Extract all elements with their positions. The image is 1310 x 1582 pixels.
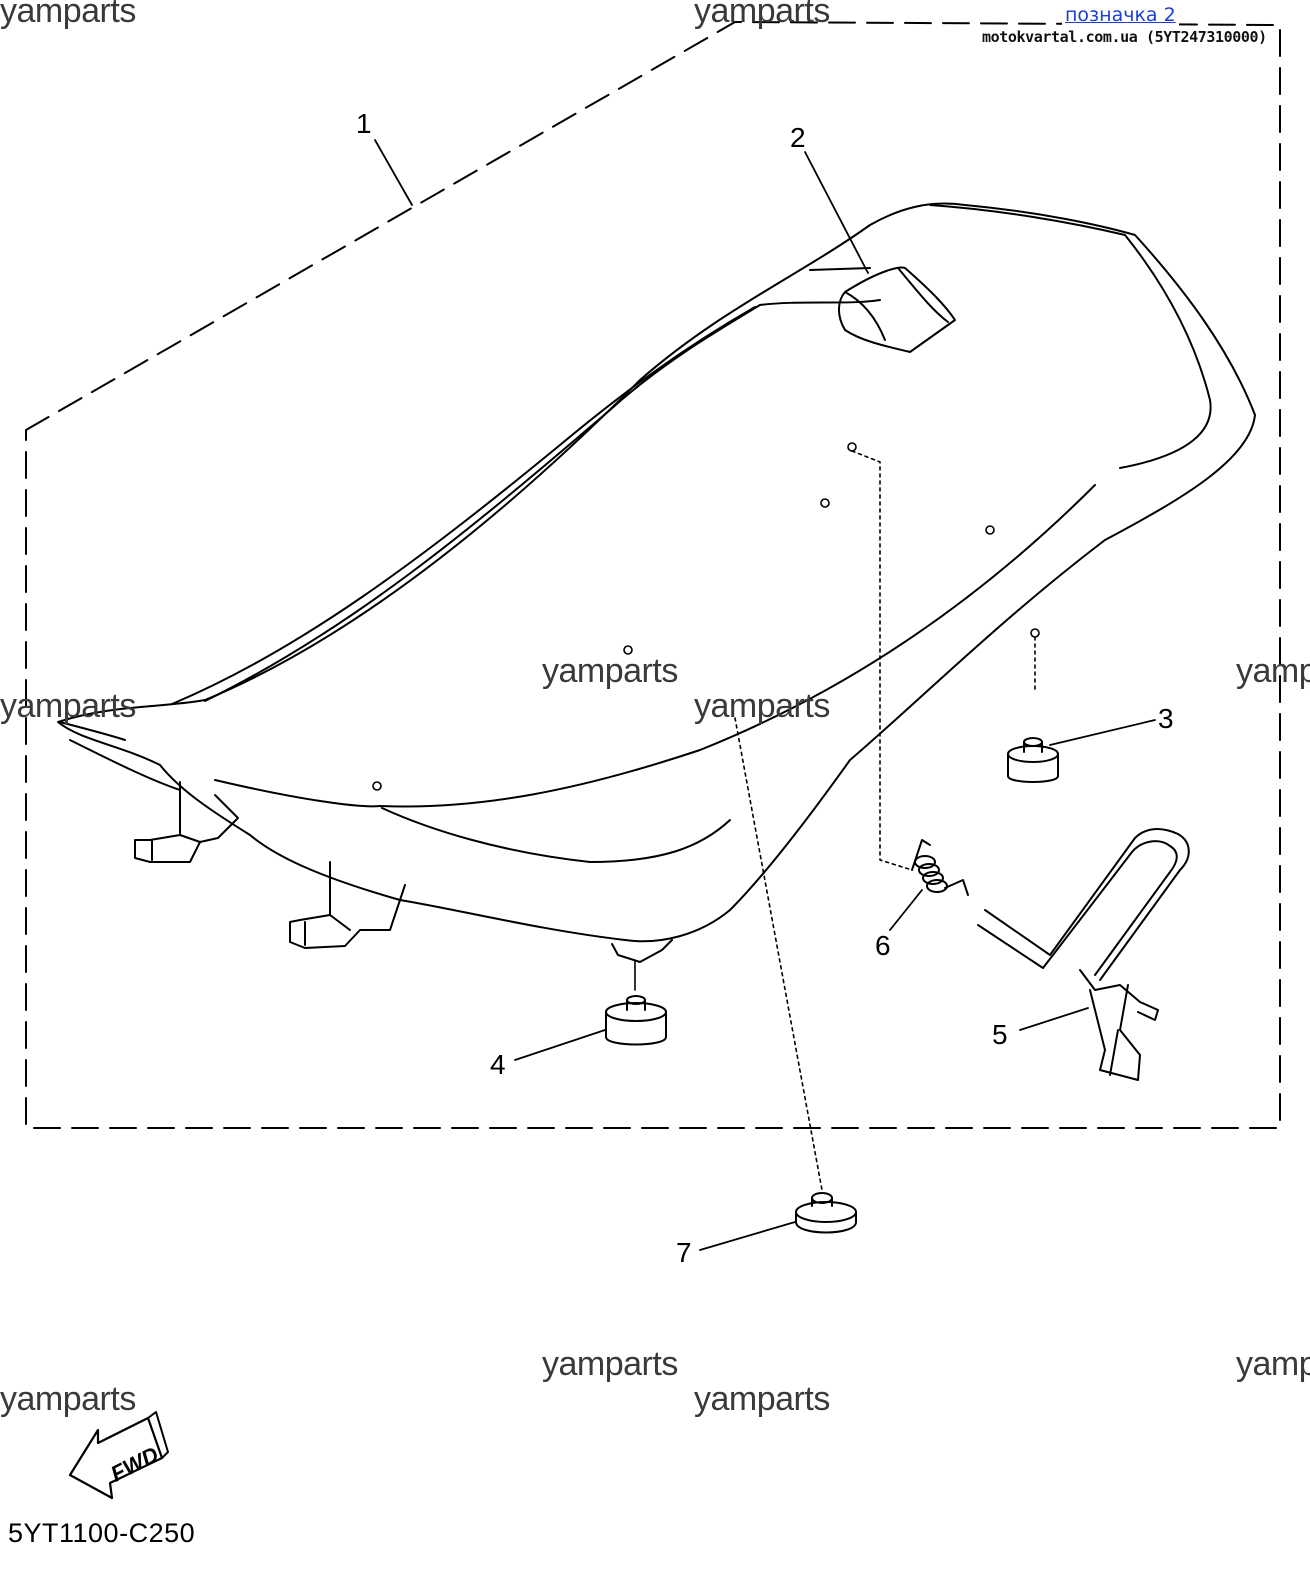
source-label: motokvartal.com.ua (5YT247310000) [982, 28, 1267, 46]
callout-6: 6 [875, 930, 891, 961]
callout-4: 4 [490, 1049, 506, 1080]
watermark: yamparts [542, 1345, 678, 1383]
fwd-label: FWD [107, 1442, 163, 1487]
watermark: yamparts [694, 687, 830, 725]
callout-7: 7 [676, 1237, 692, 1268]
spring-part-6 [911, 839, 969, 896]
assembly-dashed-boundary [25, 21, 1281, 1129]
damper-part-4 [605, 995, 667, 1046]
damper-part-3 [1007, 737, 1059, 783]
callout-2: 2 [790, 122, 806, 153]
callout-3: 3 [1158, 703, 1174, 734]
rear-hook [611, 939, 673, 963]
watermark: yamparts [1236, 652, 1310, 690]
front-bracket-center [289, 861, 406, 949]
watermark: yamparts [1236, 1345, 1310, 1383]
leader-3 [1049, 719, 1156, 746]
leader-4 [514, 1029, 606, 1061]
watermark: yamparts [0, 0, 136, 30]
seat-outline [57, 202, 1256, 943]
watermark: yamparts [542, 652, 678, 690]
leader-5 [1019, 1007, 1089, 1031]
watermark: yamparts [694, 1380, 830, 1418]
front-bracket-left [134, 781, 239, 863]
watermark: yamparts [0, 1380, 136, 1418]
callout-5: 5 [992, 1019, 1008, 1050]
watermark: yamparts [0, 687, 136, 725]
leader-2 [804, 151, 869, 274]
seat-strap [838, 266, 956, 353]
diagram-code: 5YT1100-C250 [8, 1518, 196, 1548]
seat-lock-hook-part-5 [977, 828, 1190, 1081]
bookmark-link[interactable]: позначка 2 [1062, 4, 1179, 26]
leader-1 [374, 139, 413, 206]
callout-1: 1 [356, 108, 372, 139]
leader-7 [699, 1221, 796, 1251]
fwd-arrow-icon [68, 1411, 169, 1500]
damper-part-7 [795, 1192, 857, 1234]
leader-6 [889, 889, 923, 931]
watermark: yamparts [694, 0, 830, 30]
